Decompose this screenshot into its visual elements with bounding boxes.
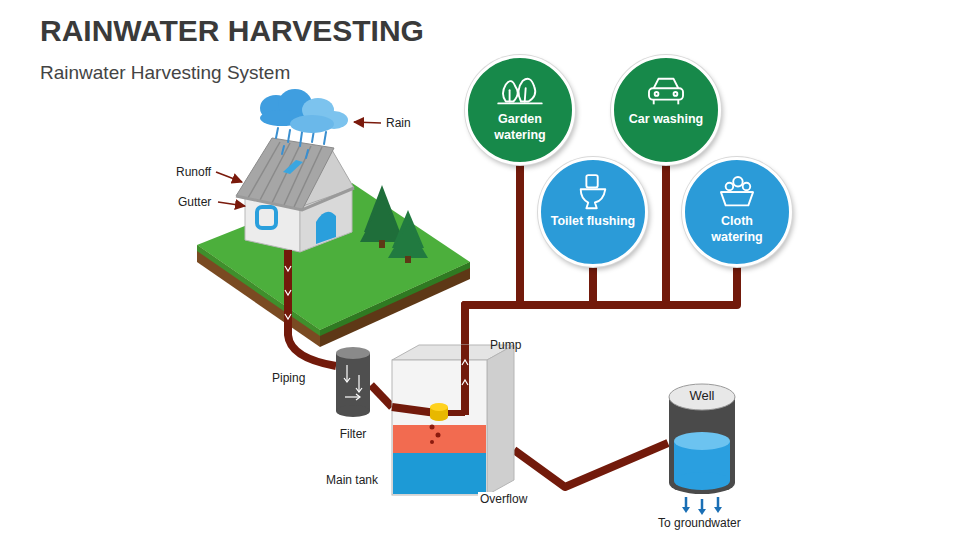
pipe <box>465 267 737 345</box>
tank-shape <box>392 345 514 495</box>
filter-shape <box>335 345 371 417</box>
part-label: Pump <box>490 338 521 352</box>
node-text: Toilet flushing <box>550 214 636 230</box>
icon <box>614 58 718 162</box>
ground-tile <box>197 183 470 347</box>
node-text: Cloth watering <box>694 214 780 245</box>
house-pipe <box>285 250 336 366</box>
icon <box>685 160 789 264</box>
filter-cylinder: Filter <box>335 345 371 417</box>
use-circle: Car washing <box>611 55 721 165</box>
use-circle: Garden watering <box>465 55 575 165</box>
part-label: Gutter <box>178 195 211 209</box>
node-text: Garden watering <box>477 112 563 143</box>
use-circle: Cloth watering <box>682 157 792 267</box>
well-cylinder: Well <box>668 383 736 495</box>
use-circle: Toilet flushing <box>538 157 648 267</box>
icon <box>541 160 645 264</box>
groundwater-arrows <box>682 497 722 515</box>
part-label: To groundwater <box>658 516 741 530</box>
part-label: Piping <box>272 371 305 385</box>
title: RAINWATER HARVESTING <box>40 14 424 48</box>
node-text: Main tank <box>320 473 384 487</box>
subtitle: Rainwater Harvesting System <box>40 62 290 84</box>
pipe <box>371 385 392 407</box>
trees <box>360 185 428 263</box>
node-text: Filter <box>329 427 377 441</box>
part-label: Rain <box>386 116 411 130</box>
rain-cloud <box>260 89 348 158</box>
edge-label: Overflow <box>478 492 529 506</box>
pipe <box>465 165 520 345</box>
main-tank: Main tank <box>392 345 514 495</box>
node-text: Car washing <box>623 112 709 128</box>
icon <box>468 58 572 162</box>
node-text: Well <box>668 388 736 403</box>
part-label: Runoff <box>176 165 211 179</box>
pipe <box>514 443 668 487</box>
house <box>236 138 354 252</box>
